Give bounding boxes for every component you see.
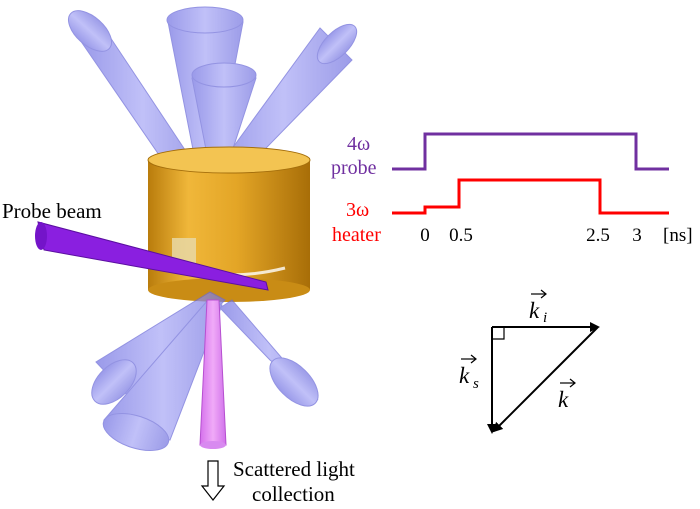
tick-label-0-5: 0.5 bbox=[449, 225, 473, 246]
svg-text:k: k bbox=[529, 298, 540, 323]
time-unit-label: [ns] bbox=[663, 225, 693, 246]
probe-beam bbox=[35, 221, 269, 291]
probe-beam-label: Probe beam bbox=[2, 199, 102, 223]
beam-cone-upper-right-end bbox=[316, 23, 358, 65]
probe-beam-end bbox=[35, 222, 47, 250]
svg-text:k: k bbox=[459, 363, 470, 388]
cylinder-top-rim bbox=[147, 146, 311, 174]
target-cylinder bbox=[147, 146, 311, 302]
beam-cone-lower-right-end bbox=[269, 357, 319, 407]
right-angle-marker bbox=[492, 327, 505, 340]
beam-cone-lower-left-end bbox=[91, 359, 137, 405]
scattered-light-cone bbox=[199, 299, 227, 449]
tick-label-2-5: 2.5 bbox=[586, 225, 610, 246]
scattered-label-line2: collection bbox=[252, 482, 335, 506]
tick-label-3: 3 bbox=[632, 225, 642, 246]
cylinder-bottom-rim bbox=[148, 278, 310, 302]
collection-arrow-icon bbox=[200, 460, 226, 501]
timing-diagram: 4ω probe 3ω heater 0 0.5 2.5 3 [ns] bbox=[331, 132, 693, 246]
svg-text:k: k bbox=[558, 387, 569, 412]
lower-beam-cones bbox=[91, 291, 319, 451]
beam-cone-top-end bbox=[166, 6, 244, 34]
k-vector-arrow bbox=[492, 326, 599, 433]
heater-label-line1: 3ω bbox=[346, 199, 369, 221]
svg-text:i: i bbox=[543, 310, 547, 326]
heater-label-line2: heater bbox=[332, 224, 381, 246]
tick-label-0: 0 bbox=[420, 225, 430, 246]
beam-cone-upper-left-end bbox=[68, 10, 112, 52]
ki-label: k i bbox=[529, 289, 547, 326]
probe-pulse-trace bbox=[392, 132, 669, 171]
probe-label-line2: probe bbox=[331, 157, 377, 179]
k-label: k bbox=[558, 378, 576, 412]
ks-label: k s bbox=[459, 354, 479, 392]
vector-triangle: k i k s k bbox=[459, 289, 600, 434]
beam-cone-back-end bbox=[191, 62, 257, 88]
beam-cone-lower-center-end bbox=[102, 413, 170, 451]
scattered-label-line1: Scattered light bbox=[233, 457, 355, 481]
svg-text:s: s bbox=[473, 376, 479, 392]
probe-label-line1: 4ω bbox=[347, 133, 370, 155]
heater-pulse-trace bbox=[392, 178, 669, 215]
